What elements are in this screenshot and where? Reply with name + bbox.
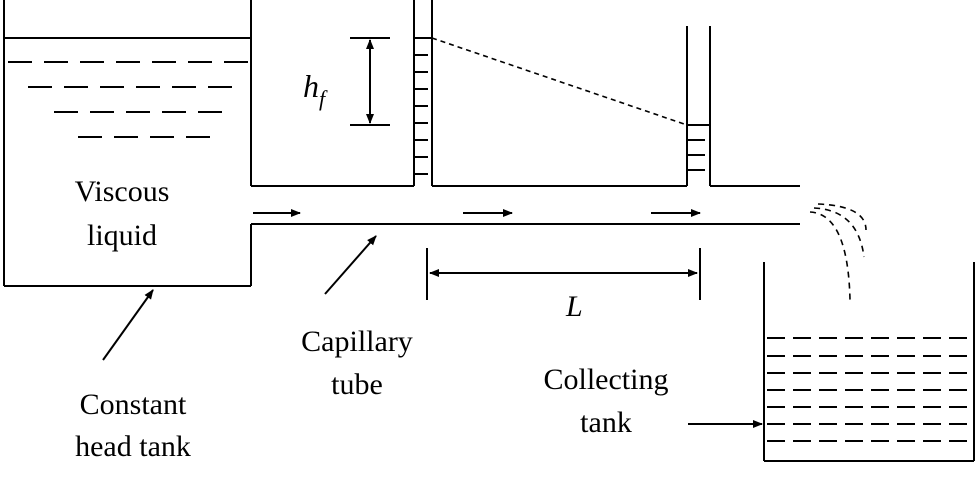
capillary-tube-walls xyxy=(251,0,800,225)
hf-label: hf xyxy=(303,68,328,111)
hf-dimension xyxy=(350,37,390,126)
length-dimension xyxy=(426,248,701,300)
collecting-tank-liquid-dashes xyxy=(767,337,972,442)
piezometer-2-scale xyxy=(687,124,710,171)
constant-head-tank-label-line2: head tank xyxy=(75,430,191,463)
capillary-tube-label-line1: Capillary xyxy=(301,325,413,358)
piezometer-1-scale xyxy=(414,37,432,175)
constant-head-tank xyxy=(3,0,252,287)
head-tank-liquid-dashes xyxy=(8,61,248,138)
hydraulic-gradient-line xyxy=(431,37,688,126)
capillary-pointer-arrow xyxy=(324,235,377,295)
constant-tank-pointer-arrow xyxy=(102,289,154,361)
capillary-tube-label-line2: tube xyxy=(331,368,383,401)
collecting-tank xyxy=(763,262,975,462)
constant-head-tank-label-line1: Constant xyxy=(80,388,187,421)
collecting-tank-label-line1: Collecting xyxy=(544,363,669,396)
viscous-liquid-label-line1: Viscous xyxy=(75,175,170,208)
length-label: L xyxy=(565,290,583,323)
viscous-liquid-label-line2: liquid xyxy=(87,219,157,252)
collecting-tank-label-line2: tank xyxy=(580,406,632,439)
discharge-jet xyxy=(809,203,867,301)
